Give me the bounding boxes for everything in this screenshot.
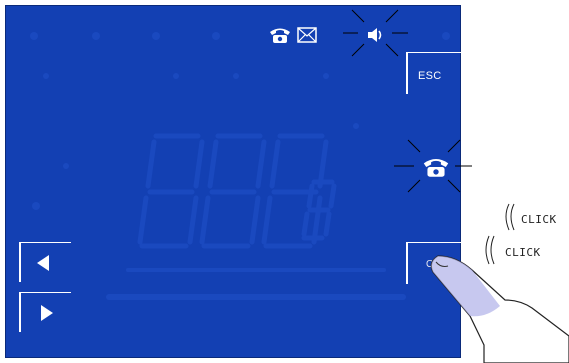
click-annotation-2: CLICK — [505, 246, 541, 259]
next-arrow-icon — [40, 304, 54, 327]
ok-button-label: OK — [426, 259, 441, 270]
telephone-icon — [269, 26, 291, 49]
previous-arrow-icon — [36, 254, 50, 277]
click-annotation-1: CLICK — [521, 213, 557, 226]
speaker-icon — [366, 26, 386, 49]
ok-button[interactable]: OK — [406, 242, 462, 284]
esc-button[interactable]: ESC — [406, 52, 462, 94]
next-button[interactable] — [19, 292, 71, 332]
inactive-segments — [6, 6, 462, 359]
esc-button-label: ESC — [418, 70, 442, 82]
lcd-display: ESC OK — [5, 5, 461, 358]
previous-button[interactable] — [19, 242, 71, 282]
envelope-icon — [297, 27, 317, 48]
handset-icon — [422, 156, 450, 183]
